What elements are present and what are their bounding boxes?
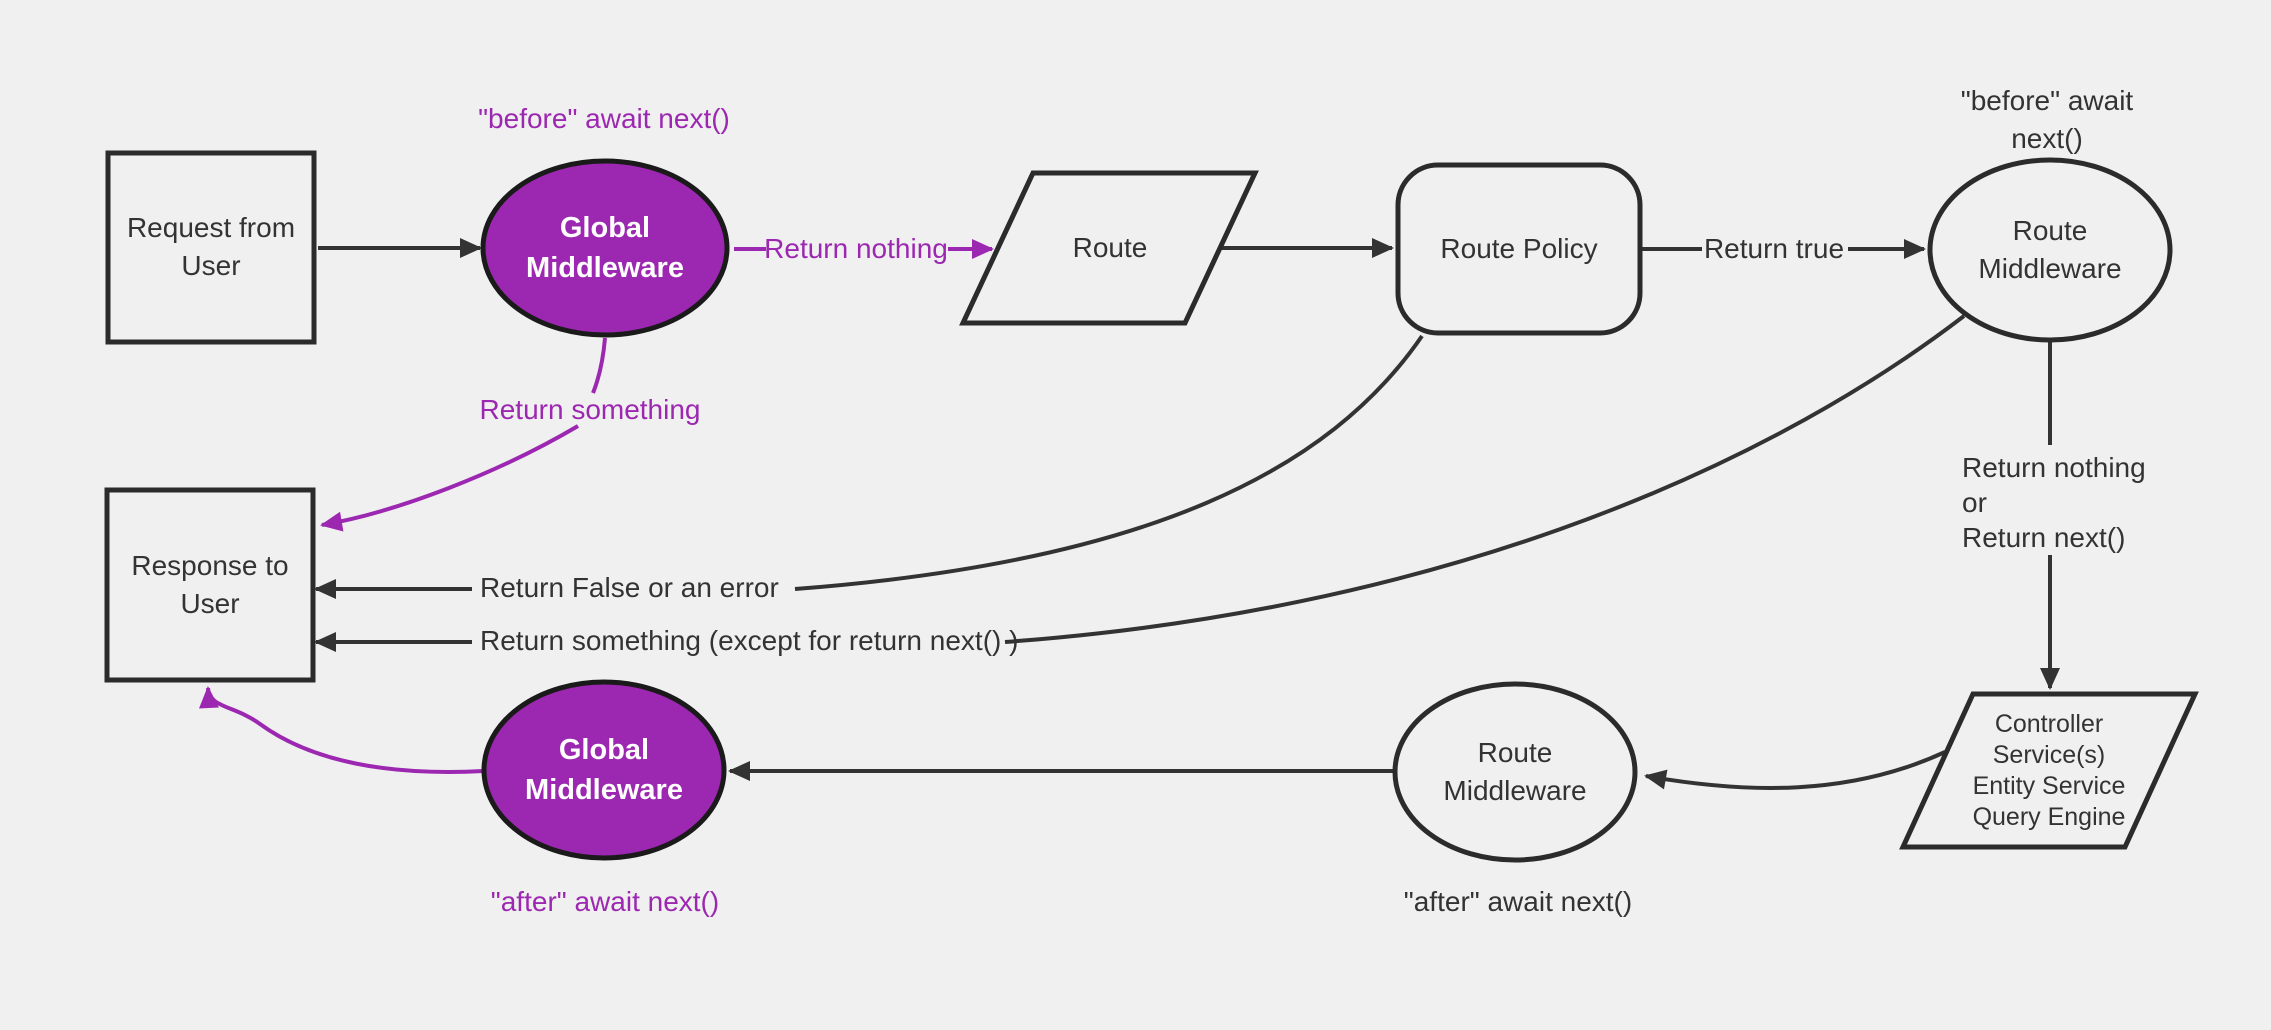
return-something-except-edge-label: Return something (except for return next… xyxy=(480,625,1019,656)
edge-global-middleware-to-response-lower xyxy=(320,424,580,532)
request-node-shape xyxy=(105,150,317,345)
global-middleware-bottom-node-label: Global Middleware xyxy=(525,734,683,806)
route-policy-node-label: Route Policy xyxy=(1440,233,1598,264)
route-middleware-top-node-label: Route Middleware xyxy=(1978,215,2122,284)
global-middleware-bottom-node-shape xyxy=(481,679,727,861)
return-nothing-or-next-edge-label: Return nothing or Return next() xyxy=(1962,452,2146,553)
edge-route-middleware-to-response-curve xyxy=(1004,314,1966,644)
before-await-next-route-annotation: "before" await next() xyxy=(1960,85,2134,154)
after-await-next-route-annotation: "after" await next() xyxy=(1403,886,1633,917)
return-nothing-edge-label: Return nothing xyxy=(764,233,948,264)
edge-route-policy-to-response-curve xyxy=(794,334,1424,591)
route-middleware-top-node-shape xyxy=(1927,157,2173,343)
route-middleware-bottom-node-label: Route Middleware xyxy=(1443,737,1587,806)
before-await-next-global-annotation: "before" await next() xyxy=(478,103,730,134)
request-node-label: Request from User xyxy=(126,212,296,281)
after-await-next-global-annotation: "after" await next() xyxy=(490,886,720,917)
global-middleware-top-node-label: Global Middleware xyxy=(526,212,684,284)
global-middleware-top-node-shape xyxy=(480,158,730,338)
response-node-label: Response to User xyxy=(131,550,289,619)
route-middleware-bottom-node-shape xyxy=(1392,681,1638,863)
controller-node-shape xyxy=(1899,691,2199,850)
return-true-edge-label: Return true xyxy=(1703,233,1845,264)
route-node-label: Route xyxy=(1072,232,1148,263)
route-policy-node-shape xyxy=(1395,162,1643,336)
edge-controller-to-route-middleware-bottom xyxy=(1644,750,1946,790)
controller-node-label: Controller Service(s) Entity Service Que… xyxy=(1972,710,2126,831)
edge-global-middleware-bottom-to-response xyxy=(199,686,485,774)
route-node-shape xyxy=(959,170,1259,326)
response-node-shape xyxy=(104,487,316,683)
return-false-error-edge-label: Return False or an error xyxy=(480,572,779,603)
edge-global-middleware-to-response-upper xyxy=(591,337,607,394)
return-something-edge-label: Return something xyxy=(479,394,701,425)
